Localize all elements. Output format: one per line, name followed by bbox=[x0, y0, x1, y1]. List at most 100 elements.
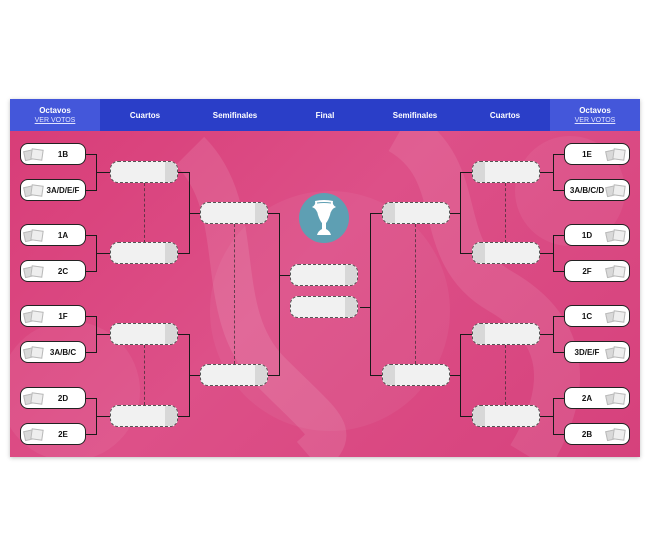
team-slot-2a[interactable]: 2A bbox=[564, 387, 630, 409]
quarterfinal-slot[interactable] bbox=[472, 161, 540, 183]
connector bbox=[86, 154, 96, 155]
connector bbox=[96, 334, 110, 335]
semifinal-slot[interactable] bbox=[382, 364, 450, 386]
team-slot-1d[interactable]: 1D bbox=[564, 224, 630, 246]
team-code: 2F bbox=[582, 266, 592, 276]
quarterfinal-slot[interactable] bbox=[472, 323, 540, 345]
team-slot-2b[interactable]: 2B bbox=[564, 423, 630, 445]
team-slot-1b[interactable]: 1B bbox=[20, 143, 86, 165]
team-code: 1F bbox=[58, 311, 68, 321]
flag-icon bbox=[605, 147, 626, 162]
connector bbox=[554, 352, 564, 353]
trophy-shape bbox=[312, 200, 336, 235]
connector bbox=[279, 213, 280, 376]
round-label: Semifinales bbox=[212, 110, 258, 120]
guide-line bbox=[144, 183, 145, 243]
team-slot-2d[interactable]: 2D bbox=[20, 387, 86, 409]
team-slot-1a[interactable]: 1A bbox=[20, 224, 86, 246]
header-cuartos-left: Cuartos bbox=[100, 99, 190, 131]
guide-line bbox=[415, 224, 416, 364]
team-code: 2A bbox=[581, 393, 593, 403]
flag-icon bbox=[605, 183, 626, 198]
connector bbox=[554, 154, 564, 155]
flag-icon bbox=[605, 391, 626, 406]
connector bbox=[540, 172, 554, 173]
semifinal-slot[interactable] bbox=[382, 202, 450, 224]
team-code: 1B bbox=[57, 149, 69, 159]
connector bbox=[540, 253, 554, 254]
team-slot-3abcd[interactable]: 3A/B/C/D bbox=[564, 179, 630, 201]
header-final: Final bbox=[280, 99, 370, 131]
quarterfinal-slot[interactable] bbox=[110, 405, 178, 427]
team-slot-2e[interactable]: 2E bbox=[20, 423, 86, 445]
connector bbox=[86, 235, 96, 236]
final-slot[interactable] bbox=[290, 264, 358, 286]
flag-icon bbox=[23, 391, 44, 406]
quarterfinal-slot[interactable] bbox=[472, 242, 540, 264]
flag-icon bbox=[23, 264, 44, 279]
guide-line bbox=[234, 224, 235, 364]
connector bbox=[96, 253, 110, 254]
connector bbox=[86, 352, 96, 353]
team-code: 1E bbox=[582, 149, 592, 159]
team-slot-2f[interactable]: 2F bbox=[564, 260, 630, 282]
team-code: 3A/B/C bbox=[49, 347, 77, 357]
connector bbox=[370, 213, 371, 376]
connector bbox=[450, 375, 461, 376]
semifinal-slot[interactable] bbox=[200, 202, 268, 224]
connector bbox=[554, 434, 564, 435]
connector bbox=[178, 172, 190, 173]
connector bbox=[86, 398, 96, 399]
team-code: 2D bbox=[57, 393, 69, 403]
connector bbox=[86, 190, 96, 191]
round-label: Cuartos bbox=[129, 110, 161, 120]
team-slot-3adef[interactable]: 3A/D/E/F bbox=[20, 179, 86, 201]
flag-icon bbox=[605, 228, 626, 243]
flag-icon bbox=[23, 345, 44, 360]
flag-icon bbox=[23, 427, 44, 442]
connector bbox=[178, 334, 190, 335]
connector bbox=[460, 416, 472, 417]
round-label: Octavos bbox=[39, 106, 71, 115]
header-semifinales-right: Semifinales bbox=[370, 99, 460, 131]
connector bbox=[450, 213, 461, 214]
connector bbox=[360, 307, 370, 308]
tournament-bracket: Octavos VER VOTOS Cuartos Semifinales Fi… bbox=[10, 99, 640, 457]
connector bbox=[86, 434, 96, 435]
guide-line bbox=[144, 345, 145, 405]
background-decoration bbox=[10, 131, 625, 457]
connector bbox=[279, 275, 290, 276]
ver-votos-link-right[interactable]: VER VOTOS bbox=[574, 117, 616, 124]
team-slot-1e[interactable]: 1E bbox=[564, 143, 630, 165]
round-label: Cuartos bbox=[489, 110, 521, 120]
team-slot-3abc[interactable]: 3A/B/C bbox=[20, 341, 86, 363]
ver-votos-link-left[interactable]: VER VOTOS bbox=[34, 117, 76, 124]
team-code: 2E bbox=[58, 429, 68, 439]
team-slot-2c[interactable]: 2C bbox=[20, 260, 86, 282]
quarterfinal-slot[interactable] bbox=[110, 323, 178, 345]
team-slot-1f[interactable]: 1F bbox=[20, 305, 86, 327]
quarterfinal-slot[interactable] bbox=[110, 242, 178, 264]
connector bbox=[86, 271, 96, 272]
header-cuartos-right: Cuartos bbox=[460, 99, 550, 131]
connector bbox=[268, 213, 280, 214]
connector bbox=[86, 316, 96, 317]
connector bbox=[370, 375, 382, 376]
flag-icon bbox=[605, 309, 626, 324]
semifinal-slot[interactable] bbox=[200, 364, 268, 386]
flag-icon bbox=[23, 183, 44, 198]
connector bbox=[178, 416, 190, 417]
guide-line bbox=[505, 183, 506, 243]
header-octavos-left: Octavos VER VOTOS bbox=[10, 99, 100, 131]
team-code: 3A/B/C/D bbox=[569, 185, 605, 195]
bracket-field: 1B 3A/D/E/F 1A 2C 1F 3A/B/C 2D 2E 1E 3A/… bbox=[10, 131, 640, 457]
final-slot[interactable] bbox=[290, 296, 358, 318]
connector bbox=[540, 416, 554, 417]
quarterfinal-slot[interactable] bbox=[472, 405, 540, 427]
flag-icon bbox=[605, 345, 626, 360]
team-slot-1c[interactable]: 1C bbox=[564, 305, 630, 327]
connector bbox=[554, 316, 564, 317]
quarterfinal-slot[interactable] bbox=[110, 161, 178, 183]
team-slot-3def[interactable]: 3D/E/F bbox=[564, 341, 630, 363]
flag-icon bbox=[23, 147, 44, 162]
